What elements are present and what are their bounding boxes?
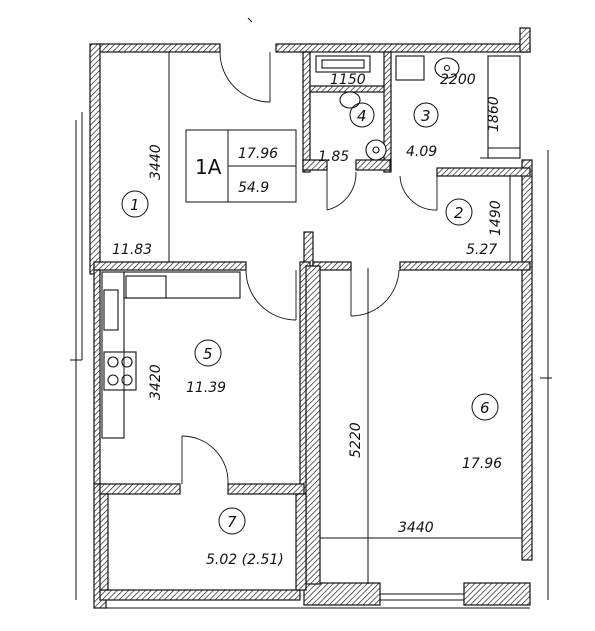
stove-burner-3: [107, 374, 119, 386]
bath4-toilet-drain: [372, 146, 380, 154]
stove-burner-1: [107, 356, 119, 368]
room1-marker: [121, 190, 149, 218]
kitchen-fridge: [103, 289, 119, 331]
wall-hall-bottom-right: [399, 261, 531, 271]
wall-left-upper: [89, 43, 101, 275]
room-labels: 1 11.83 2 5.27 3 4.09 4 1.85 5 11.39 6 1…: [112, 102, 502, 568]
wall-balcony-right: [295, 493, 307, 591]
bath4-basin: [339, 91, 361, 109]
interior-walls: [93, 51, 531, 591]
bath4-door-swing: [326, 171, 357, 211]
wall-top-right-jog: [519, 27, 531, 53]
wall-bath4-bottom-right: [355, 159, 391, 171]
wall-left-middle: [93, 263, 101, 485]
room7-number: 7: [227, 513, 237, 531]
room6-number: 6: [480, 399, 490, 417]
apartment-total-area: 54.9: [238, 180, 269, 196]
bath3-sink-drain: [443, 64, 451, 72]
wall-room1-right: [302, 51, 311, 173]
section-mark-top: [247, 17, 253, 23]
room5-marker: [194, 339, 222, 367]
room2-number: 2: [454, 204, 464, 222]
bedroom-door-swing: [350, 269, 400, 317]
section-marks: [70, 17, 552, 379]
room1-number: 1: [130, 196, 140, 214]
wall-room1-bottom: [93, 261, 247, 271]
wall-bottom-mid: [303, 582, 381, 606]
dim-bath3-width: 2200: [440, 72, 476, 88]
kitchen-stove: [103, 351, 137, 391]
room4-number: 4: [357, 107, 367, 125]
bath4-tray: [321, 59, 365, 69]
wall-balcony-left: [99, 493, 109, 591]
room3-area: 4.09: [406, 144, 437, 160]
room2-area: 5.27: [466, 242, 497, 258]
doors: [99, 51, 438, 485]
apartment-type: 1A: [195, 155, 222, 179]
wall-kitchen-bottom-right: [227, 483, 305, 495]
wall-bath3-bottom: [436, 167, 531, 177]
room6-marker: [471, 393, 499, 421]
room1-area: 11.83: [112, 242, 152, 258]
fixtures: [101, 55, 521, 439]
wall-bottom-right: [463, 582, 531, 606]
room7-marker: [218, 507, 246, 535]
kitchen-sink: [125, 275, 167, 299]
room2-marker: [445, 198, 473, 226]
wall-balcony-bottom: [99, 589, 301, 601]
wall-kitchen-bottom-left: [99, 483, 181, 495]
dimension-lines: [123, 52, 522, 584]
dim-bedroom-width: 3440: [398, 520, 434, 536]
dim-bath4-width: 1150: [330, 72, 366, 88]
wall-bath4-bottom-left: [302, 159, 328, 171]
dim-hall-height: 1490: [488, 200, 504, 236]
apartment-living-area: 17.96: [238, 146, 278, 162]
entry-door-swing: [219, 51, 271, 103]
room6-area: 17.96: [462, 456, 502, 472]
dim-bath3-height: 1860: [486, 96, 502, 132]
bath3-bathtub: [487, 55, 521, 159]
room5-number: 5: [203, 345, 213, 363]
bath3-washer: [395, 55, 425, 81]
room3-marker: [413, 102, 439, 128]
room4-area: 1.85: [318, 149, 349, 165]
bath3-door-swing: [399, 175, 438, 211]
dim-kitchen-height: 3420: [148, 364, 164, 400]
wall-top-left: [95, 43, 221, 53]
wall-right: [521, 159, 533, 561]
room4-marker: [349, 102, 375, 128]
wall-bedroom-left: [305, 265, 321, 585]
room7-area: 5.02 (2.51): [206, 552, 284, 568]
room3-number: 3: [421, 107, 431, 125]
kitchen-door-swing: [245, 269, 297, 321]
wall-top-right: [275, 43, 531, 53]
room5-area: 11.39: [186, 380, 226, 396]
apartment-tag: 1A 17.96 54.9: [185, 129, 297, 203]
dim-bedroom-height: 5220: [348, 422, 364, 458]
dimension-labels: 3440 1150 2200 1860 1490 3420 5220 3440: [148, 72, 504, 536]
balcony-door-swing: [181, 435, 229, 485]
dim-room1-height: 3440: [148, 144, 164, 180]
